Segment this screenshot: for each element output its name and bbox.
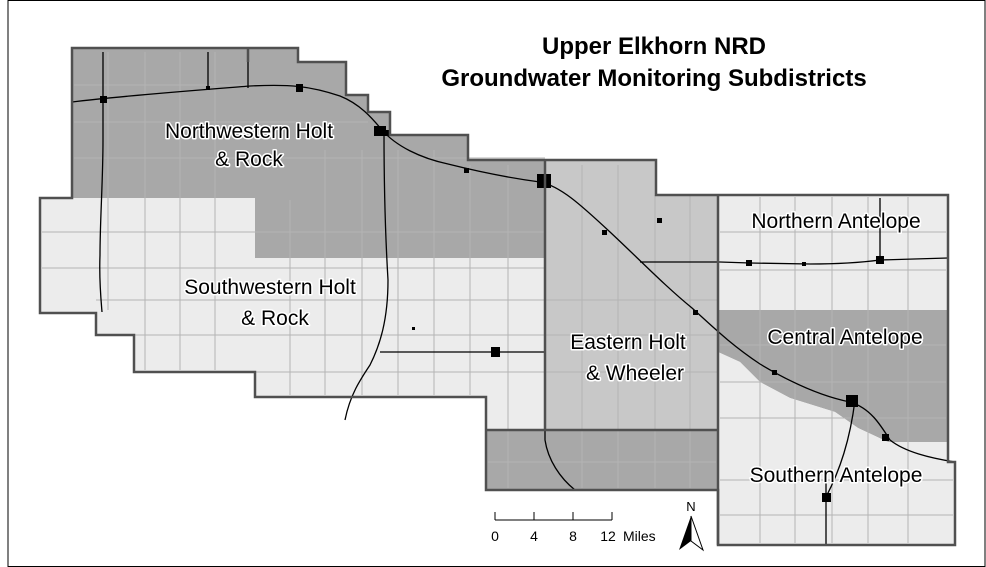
scale-tick-0: 0 <box>491 528 499 544</box>
scale-tick-8: 8 <box>569 528 577 544</box>
subdistrict-borders <box>38 46 957 547</box>
label-central-antelope: Central Antelope <box>767 326 922 349</box>
scale-bar: 0 4 8 12 Miles <box>491 512 656 544</box>
subdistrict-eastern-area <box>545 160 718 430</box>
map-title-line1: Upper Elkhorn NRD <box>542 33 766 60</box>
map-title-line2: Groundwater Monitoring Subdistricts <box>441 65 866 92</box>
label-northwestern-line1: Northwestern Holt <box>165 120 333 143</box>
subdistrict-eastern-south-strip <box>486 430 718 490</box>
north-arrow-letter: N <box>686 499 695 514</box>
subdistrict-northwestern-area <box>72 48 545 258</box>
label-southern-antelope: Southern Antelope <box>750 464 923 487</box>
label-southwestern-line1: Southwestern Holt <box>184 276 356 299</box>
label-northwestern-line2: & Rock <box>215 148 283 171</box>
scale-tick-12: 12 <box>600 528 616 544</box>
label-eastern-line2: & Wheeler <box>586 362 684 385</box>
label-southwestern-line2: & Rock <box>241 307 309 330</box>
north-arrow-icon: N <box>679 499 705 552</box>
label-northern-antelope: Northern Antelope <box>751 210 920 233</box>
scale-tick-4: 4 <box>530 528 538 544</box>
label-eastern-line1: Eastern Holt <box>570 331 686 354</box>
township-grid <box>42 52 953 543</box>
scale-unit: Miles <box>623 528 656 544</box>
subdistrict-southern-antelope-area <box>718 352 955 545</box>
subdistrict-northern-antelope-area <box>718 195 948 310</box>
subdistrict-central-antelope-area <box>718 310 948 442</box>
